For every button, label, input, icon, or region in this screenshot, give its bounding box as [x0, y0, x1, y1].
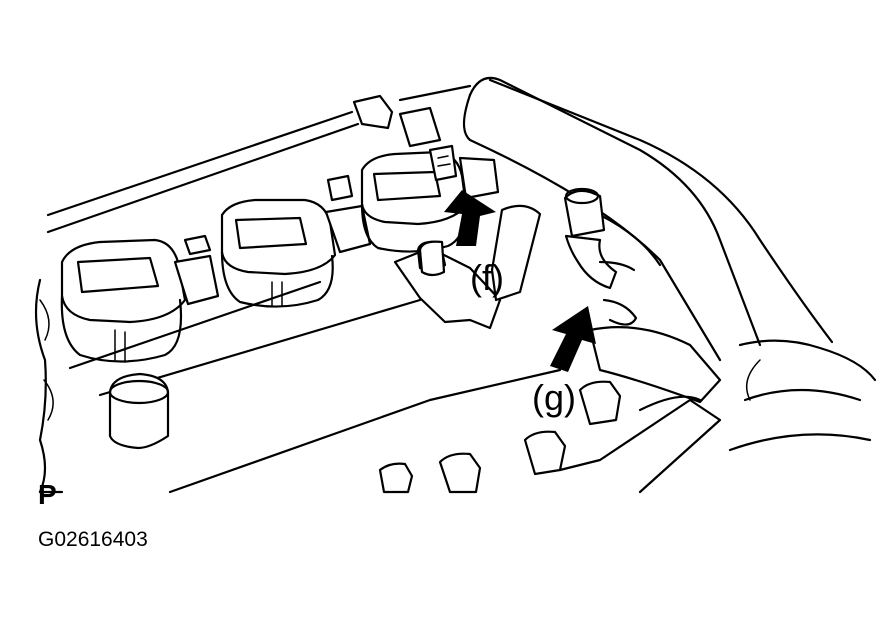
lower-structure: [108, 240, 722, 494]
ignition-coil-1: [60, 234, 220, 363]
arrow-g: [550, 306, 596, 372]
arrow-f: [444, 190, 496, 246]
figure-code: G02616403: [38, 528, 148, 551]
view-letter: P: [38, 479, 57, 510]
ignition-coil-2: [220, 174, 372, 308]
callout-f-label: (f): [470, 257, 504, 298]
filler-pipe: [563, 187, 722, 404]
hose: [462, 76, 877, 452]
callout-g-label: (g): [532, 377, 576, 418]
